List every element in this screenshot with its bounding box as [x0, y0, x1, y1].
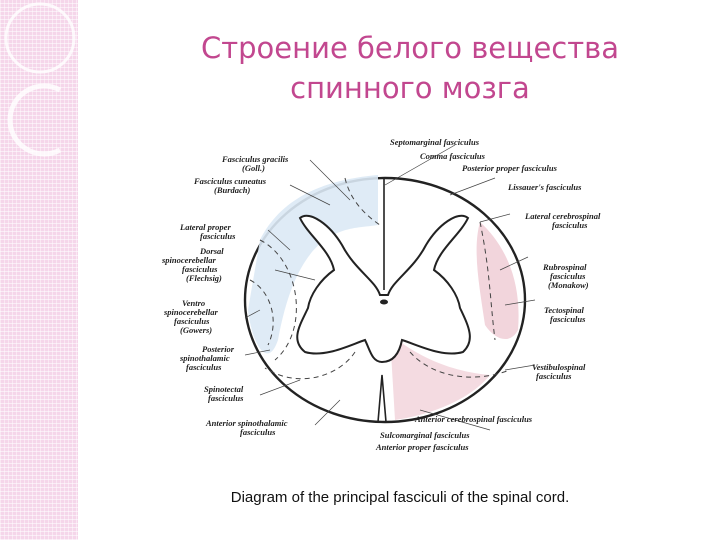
left-labels: Fasciculus gracilis (Goll.) Fasciculus c…	[161, 154, 289, 437]
label-fasciculus-gracilis: Fasciculus gracilis	[221, 154, 289, 164]
label-sulcomarginal: Sulcomarginal fasciculus	[380, 430, 470, 440]
label-anterior-proper: Anterior proper fasciculus	[375, 442, 469, 452]
label-septomarginal: Septomarginal fasciculus	[390, 137, 480, 147]
label-comma: Comma fasciculus	[420, 151, 486, 161]
label-lateral-cerebrospinal-2: fasciculus	[552, 220, 588, 230]
label-anterior-spinothalamic-2: fasciculus	[240, 427, 276, 437]
label-dorsal-3: fasciculus	[182, 264, 218, 274]
spinal-cord-diagram: Fasciculus gracilis (Goll.) Fasciculus c…	[161, 137, 601, 452]
label-burdach: (Burdach)	[214, 185, 251, 195]
anterior-median-fissure	[377, 374, 387, 423]
central-canal	[380, 299, 388, 305]
ventral-tract-region	[390, 335, 490, 420]
label-flechsig: (Flechsig)	[186, 273, 222, 283]
label-lateral-proper: Lateral proper	[179, 222, 231, 232]
label-rubrospinal: Rubrospinal	[542, 262, 587, 272]
slide-title: Строение белого вещества спинного мозга	[150, 28, 670, 108]
lateral-corticospinal-region	[476, 222, 519, 340]
label-lissauer: Lissauer's fasciculus	[507, 182, 582, 192]
label-lateral-cerebrospinal: Lateral cerebrospinal	[524, 211, 601, 221]
label-posterior-proper: Posterior proper fasciculus	[462, 163, 558, 173]
pointer-lines	[244, 144, 536, 431]
right-labels: Septomarginal fasciculus Comma fasciculu…	[375, 137, 601, 452]
title-line-2: спинного мозга	[290, 71, 530, 105]
label-posterior-spinothalamic-2: spinothalamic	[179, 353, 230, 363]
label-gowers: (Gowers)	[180, 325, 212, 335]
label-anterior-cerebrospinal: Anterior cerebrospinal fasciculus	[414, 414, 533, 424]
decorative-circles	[4, 2, 76, 157]
label-vestibulospinal: Vestibulospinal	[532, 362, 586, 372]
label-posterior-spinothalamic: Posterior	[202, 344, 235, 354]
label-tectospinal: Tectospinal	[544, 305, 584, 315]
label-lateral-proper-2: fasciculus	[200, 231, 236, 241]
label-tectospinal-2: fasciculus	[550, 314, 586, 324]
label-dorsal-2: spinocerebellar	[161, 255, 217, 265]
label-anterior-spinothalamic: Anterior spinothalamic	[205, 418, 288, 428]
figure-caption: Diagram of the principal fasciculi of th…	[230, 489, 570, 506]
grey-matter	[296, 215, 471, 364]
label-posterior-spinothalamic-3: fasciculus	[186, 362, 222, 372]
label-spinotectal-2: fasciculus	[208, 393, 244, 403]
label-rubrospinal-2: fasciculus	[550, 271, 586, 281]
tract-boundaries	[249, 177, 511, 380]
label-fasciculus-cuneatus: Fasciculus cuneatus	[193, 176, 267, 186]
label-dorsal: Dorsal	[199, 246, 224, 256]
ascending-tracts-region	[248, 175, 378, 354]
label-spinotectal: Spinotectal	[204, 384, 244, 394]
decorative-side-band	[0, 0, 78, 540]
label-monakow: (Monakow)	[548, 280, 589, 290]
label-vestibulospinal-2: fasciculus	[536, 371, 572, 381]
title-line-1: Строение белого вещества	[201, 31, 619, 65]
label-goll: (Goll.)	[242, 163, 265, 173]
label-ventro-3: fasciculus	[174, 316, 210, 326]
label-ventro: Ventro	[182, 298, 205, 308]
label-ventro-2: spinocerebellar	[163, 307, 219, 317]
